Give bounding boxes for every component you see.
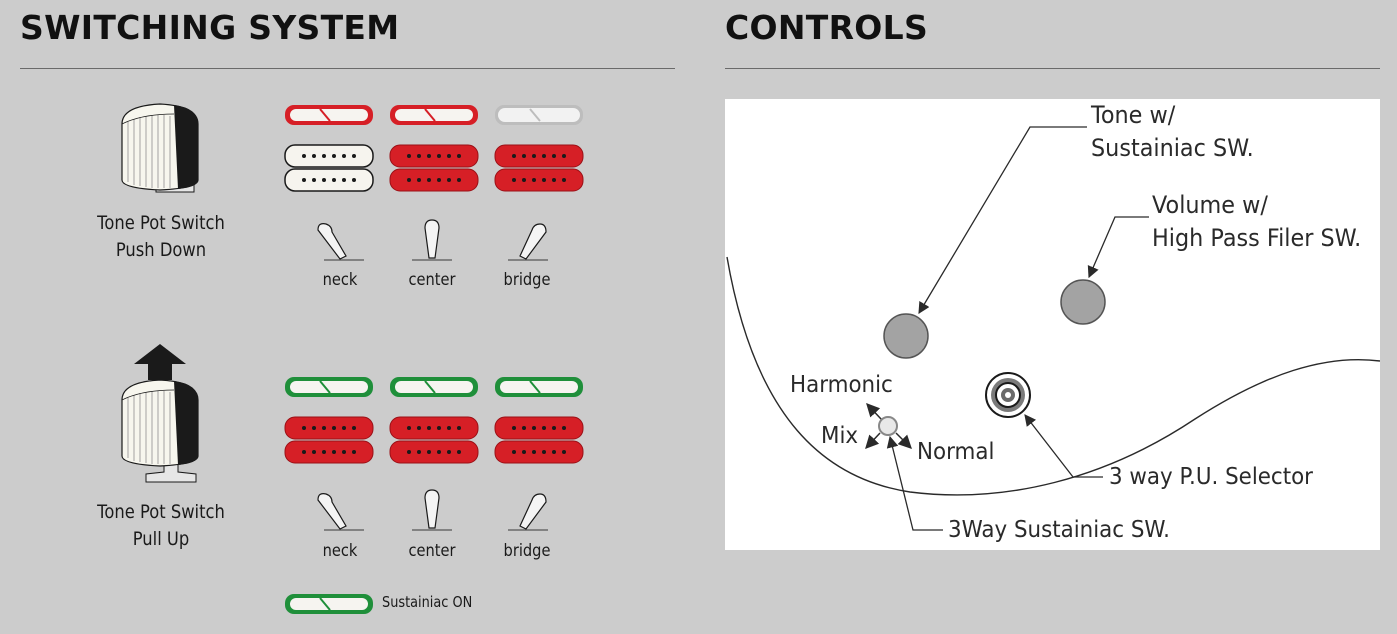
single-coil-neck-push: [285, 105, 373, 125]
sustainiac-switch-label: 3Way Sustainiac SW.: [948, 517, 1170, 543]
tone-label-line1: Tone w/: [1091, 101, 1176, 129]
pull-up-caption-line1: Tone Pot Switch: [97, 501, 225, 523]
humbucker-neck-push: [284, 144, 374, 192]
position-bridge-push: bridge: [503, 270, 551, 290]
single-coil-bridge-push: [495, 105, 583, 125]
switching-system-title: SWITCHING SYSTEM: [20, 8, 400, 47]
pickup-selector-icon: [985, 372, 1031, 418]
single-coil-bridge-pull: [495, 377, 583, 397]
single-coil-center-push: [390, 105, 478, 125]
humbucker-center-push: [389, 144, 479, 192]
sustainiac-switch-icon: [878, 416, 898, 436]
volume-label-line1: Volume w/: [1152, 191, 1268, 219]
controls-diagram: Tone w/ Sustainiac SW. Volume w/ High Pa…: [725, 99, 1380, 550]
position-bridge-pull: bridge: [503, 541, 551, 561]
controls-title: CONTROLS: [725, 8, 929, 47]
push-down-caption: Tone Pot Switch Push Down: [91, 210, 230, 264]
position-neck-pull: neck: [322, 541, 358, 561]
selector-label: 3 way P.U. Selector: [1109, 464, 1313, 490]
normal-label: Normal: [917, 439, 995, 465]
controls-diagram-art: [726, 126, 1380, 531]
push-down-caption-line2: Push Down: [115, 239, 207, 261]
switching-divider: [20, 68, 675, 69]
pickup-diagram-pull-up: [284, 377, 584, 464]
position-center-push: center: [408, 270, 456, 290]
controls-divider: [725, 68, 1380, 69]
toggle-row-push-down: [317, 219, 548, 261]
toggle-neck-pull-icon: [317, 493, 364, 531]
position-center-pull: center: [408, 541, 456, 561]
sustainiac-legend-label: Sustainiac ON: [382, 593, 473, 611]
volume-knob-icon: [1060, 279, 1106, 325]
humbucker-bridge-pull: [494, 416, 584, 464]
single-coil-center-pull: [390, 377, 478, 397]
pull-up-caption: Tone Pot Switch Pull Up: [91, 499, 230, 553]
harmonic-label: Harmonic: [790, 372, 893, 398]
sustainiac-legend-icon: [285, 594, 373, 614]
knob-push-down-icon: [121, 103, 199, 193]
tone-label-line2: Sustainiac SW.: [1091, 134, 1254, 162]
pickup-diagram-push-down: [284, 105, 584, 192]
mix-label: Mix: [821, 423, 859, 449]
humbucker-center-pull: [389, 416, 479, 464]
position-neck-push: neck: [322, 270, 358, 290]
toggle-bridge-pull-icon: [508, 493, 548, 531]
toggle-center-push-icon: [412, 219, 452, 261]
knob-pull-up-icon: [121, 344, 199, 483]
toggle-bridge-push-icon: [508, 223, 548, 261]
volume-label: Volume w/ High Pass Filer SW.: [1152, 189, 1361, 255]
pull-up-caption-line2: Pull Up: [132, 528, 190, 550]
volume-label-line2: High Pass Filer SW.: [1152, 224, 1362, 252]
guitar-body-outline: [726, 256, 1380, 496]
humbucker-neck-pull: [284, 416, 374, 464]
toggle-center-pull-icon: [412, 489, 452, 531]
single-coil-neck-pull: [285, 377, 373, 397]
humbucker-bridge-push: [494, 144, 584, 192]
tone-label: Tone w/ Sustainiac SW.: [1091, 99, 1254, 165]
toggle-neck-push-icon: [317, 223, 364, 261]
push-down-caption-line1: Tone Pot Switch: [97, 212, 225, 234]
toggle-row-pull-up: [317, 489, 548, 531]
tone-knob-icon: [883, 313, 929, 359]
